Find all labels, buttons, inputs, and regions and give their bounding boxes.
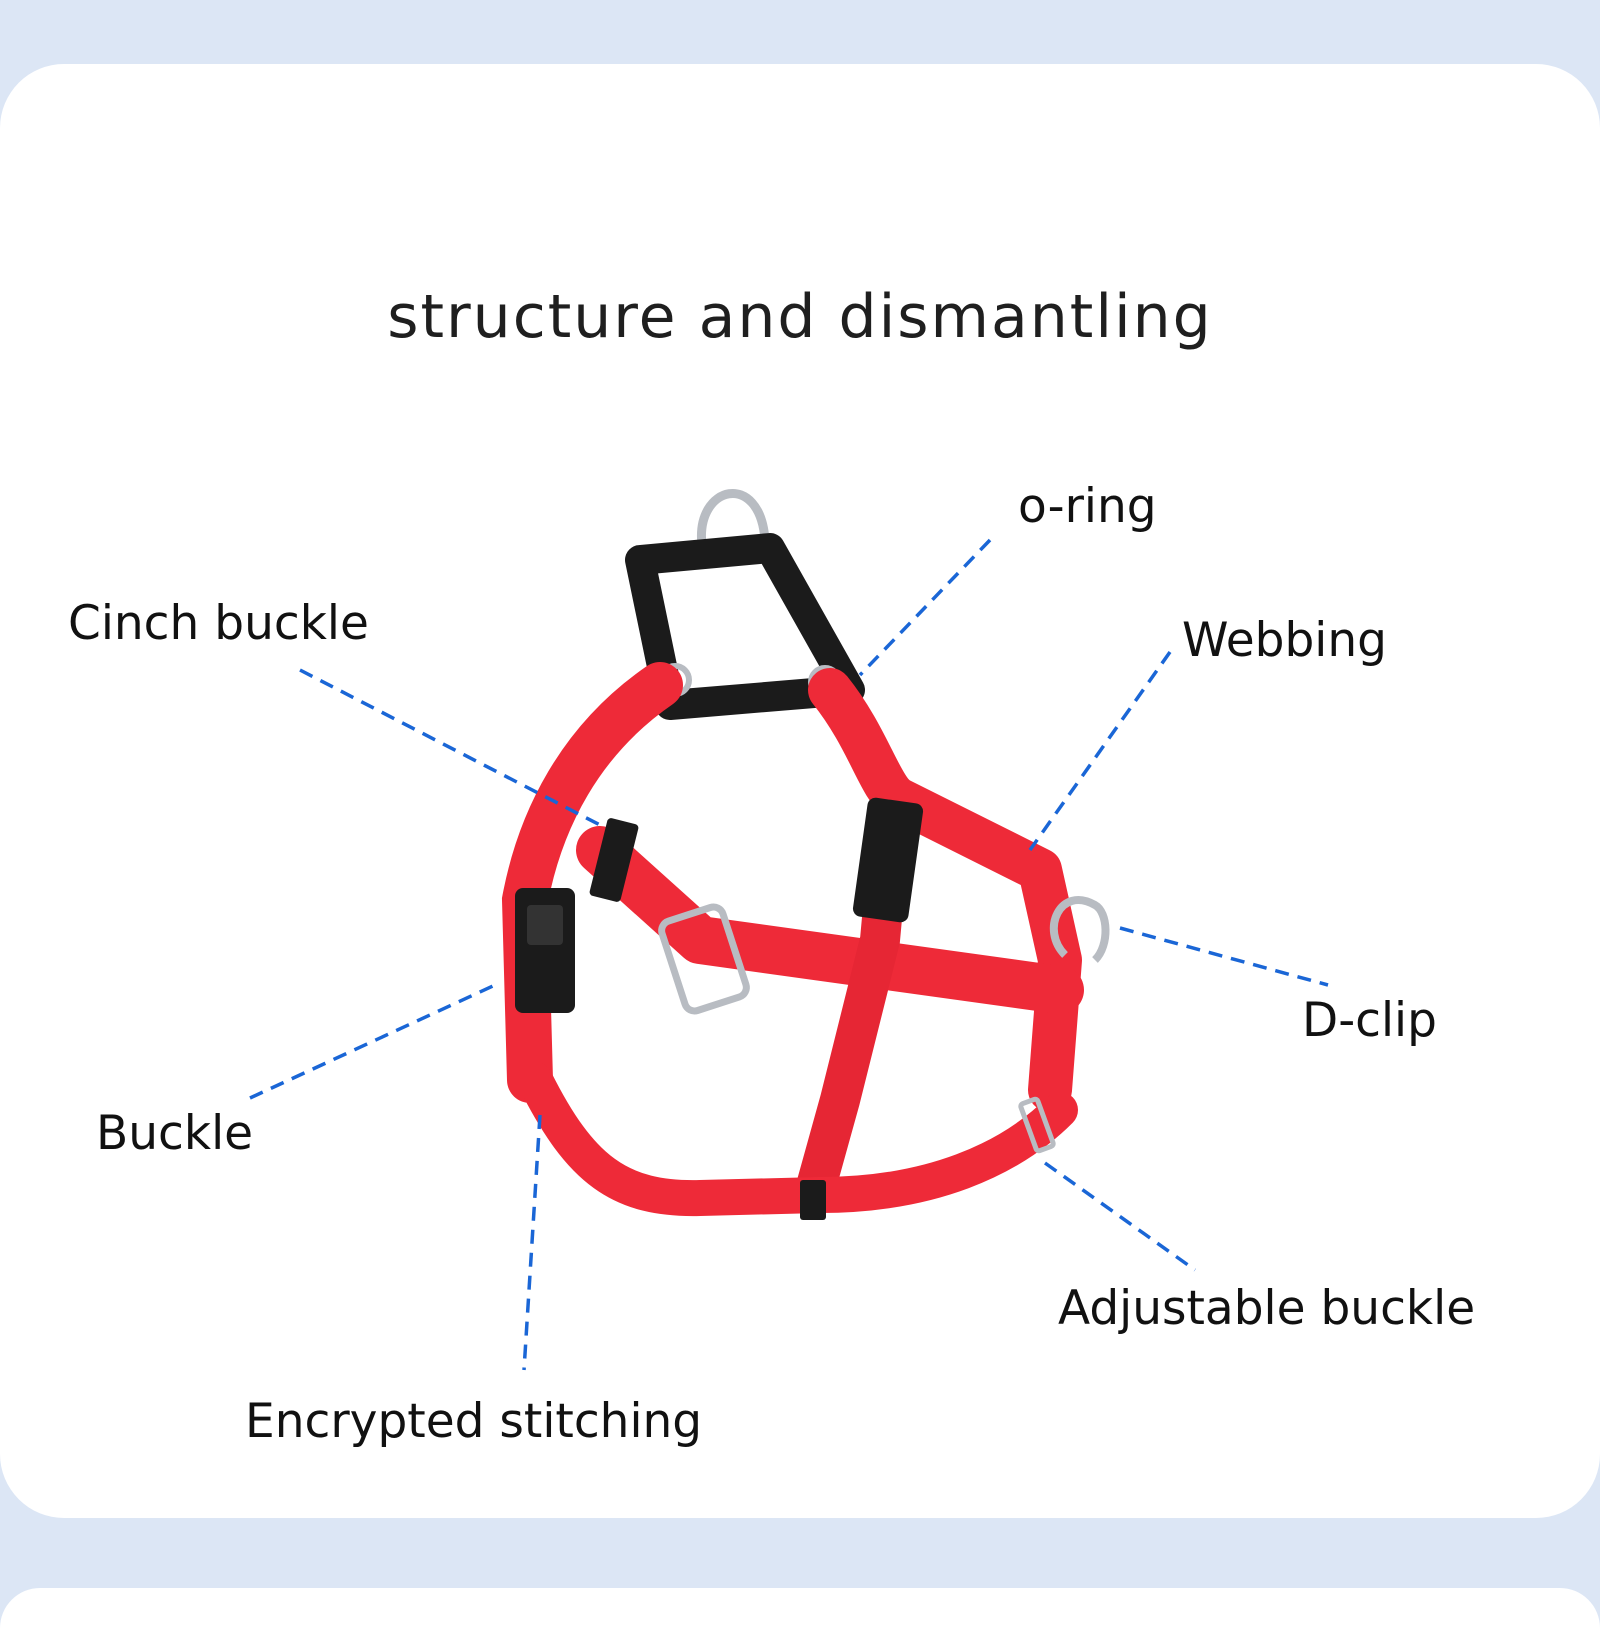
side-buckle-left-slot [527,905,563,945]
harness-illustration [501,489,1110,1220]
chest-slide [658,903,750,1015]
leader-d-clip [1119,926,1329,987]
leader-o-ring [858,538,992,677]
belly-keeper [800,1180,826,1220]
label-cinch-buckle: Cinch buckle [68,596,369,651]
label-webbing: Webbing [1182,613,1387,668]
leader-lines [249,538,1329,1371]
label-o-ring: o-ring [1018,479,1157,534]
belly-strap [517,1062,1078,1217]
cinch-buckle-graphic [589,818,639,902]
left-shoulder-strap [501,662,683,1103]
label-encrypted-stitching: Encrypted stitching [245,1394,703,1449]
label-adjustable-buckle: Adjustable buckle [1058,1281,1476,1336]
chest-strap [576,826,1084,1014]
d-clip-graphic [1049,896,1110,963]
right-shoulder-strap [808,668,1082,1112]
content-card [0,64,1600,1518]
label-buckle: Buckle [96,1106,254,1161]
leader-adjustable-buckle [1043,1161,1197,1272]
top-ring [697,489,770,546]
leader-encrypted-stitching [522,1114,542,1371]
label-d-clip: D-clip [1302,993,1437,1048]
leader-webbing [1028,650,1172,852]
adjustable-buckle-graphic [1018,1096,1056,1154]
leader-buckle [249,983,496,1100]
page-title: structure and dismantling [387,282,1213,352]
leader-cinch-buckle [299,668,601,827]
harness-diagram [249,489,1329,1371]
side-buckle-right [852,797,924,923]
